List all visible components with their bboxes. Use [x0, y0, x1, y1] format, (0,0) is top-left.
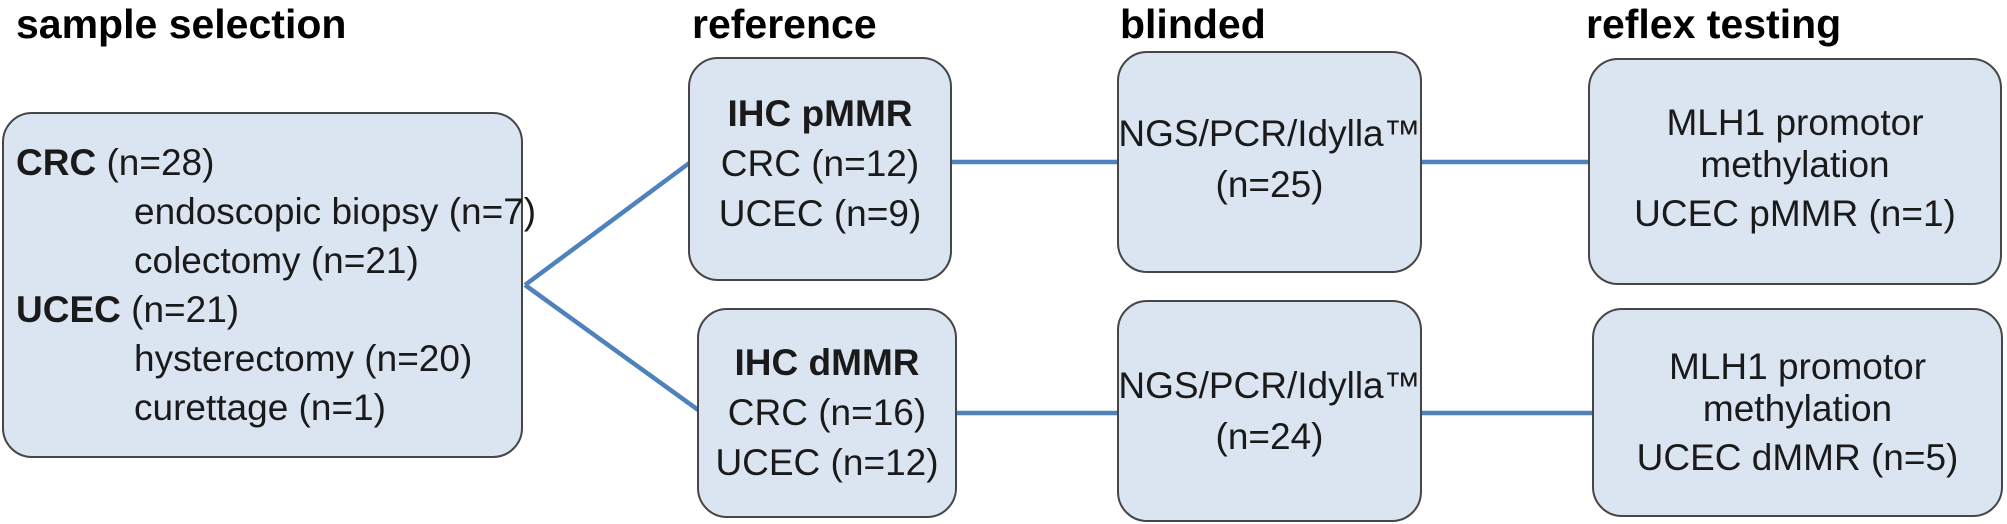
sample-line-ucec: UCEC (n=21)	[4, 285, 521, 334]
connector-sample-to-dmmr	[523, 283, 703, 414]
column-header-sample-selection: sample selection	[16, 1, 347, 47]
blinded-ngs-top-box: NGS/PCR/Idylla™ (n=25)	[1117, 51, 1422, 273]
column-header-reflex-testing: reflex testing	[1586, 1, 1842, 47]
sample-line-ucec-label: UCEC	[16, 289, 121, 330]
reflex-mlh1-top-box: MLH1 promotor methylation UCEC pMMR (n=1…	[1588, 58, 2002, 285]
sample-line-crc-label: CRC	[16, 142, 97, 183]
reflex-top-test: MLH1 promotor methylation	[1666, 102, 1924, 185]
reflex-bottom-result: UCEC dMMR (n=5)	[1636, 437, 1959, 478]
ihc-dmmr-crc-count: CRC (n=16)	[727, 392, 927, 433]
ihc-dmmr-box: IHC dMMR CRC (n=16) UCEC (n=12)	[697, 308, 957, 518]
sample-line-endoscopic-biopsy: endoscopic biopsy (n=7)	[134, 191, 537, 232]
ihc-dmmr-title: IHC dMMR	[734, 342, 920, 383]
blinded-ngs-bottom-box: NGS/PCR/Idylla™ (n=24)	[1117, 300, 1422, 522]
ihc-pmmr-ucec-count: UCEC (n=9)	[718, 193, 922, 234]
blinded-bottom-count: (n=24)	[1215, 416, 1324, 457]
connector-sample-to-pmmr	[523, 159, 694, 287]
ihc-dmmr-ucec-count: UCEC (n=12)	[715, 442, 939, 483]
reflex-top-result: UCEC pMMR (n=1)	[1634, 193, 1956, 234]
reflex-bottom-test: MLH1 promotor methylation	[1668, 346, 1927, 429]
sample-line-ucec-count: (n=21)	[120, 289, 240, 330]
ihc-pmmr-crc-count: CRC (n=12)	[720, 143, 920, 184]
ihc-pmmr-box: IHC pMMR CRC (n=12) UCEC (n=9)	[688, 57, 952, 281]
sample-selection-box: CRC (n=28) endoscopic biopsy (n=7) colec…	[2, 112, 537, 458]
blinded-top-count: (n=25)	[1215, 164, 1324, 205]
sample-line-hysterectomy: hysterectomy (n=20)	[134, 338, 473, 379]
column-header-reference: reference	[692, 1, 877, 47]
blinded-bottom-method: NGS/PCR/Idylla™	[1118, 365, 1421, 406]
sample-line-colectomy: colectomy (n=21)	[134, 240, 419, 281]
sample-line-crc: CRC (n=28)	[4, 138, 521, 187]
reflex-mlh1-bottom-box: MLH1 promotor methylation UCEC dMMR (n=5…	[1592, 308, 2003, 517]
sample-line-curettage: curettage (n=1)	[134, 387, 386, 428]
sample-line-crc-count: (n=28)	[96, 142, 215, 183]
ihc-pmmr-title: IHC pMMR	[727, 93, 913, 134]
column-header-blinded: blinded	[1120, 1, 1266, 47]
blinded-top-method: NGS/PCR/Idylla™	[1118, 113, 1421, 154]
